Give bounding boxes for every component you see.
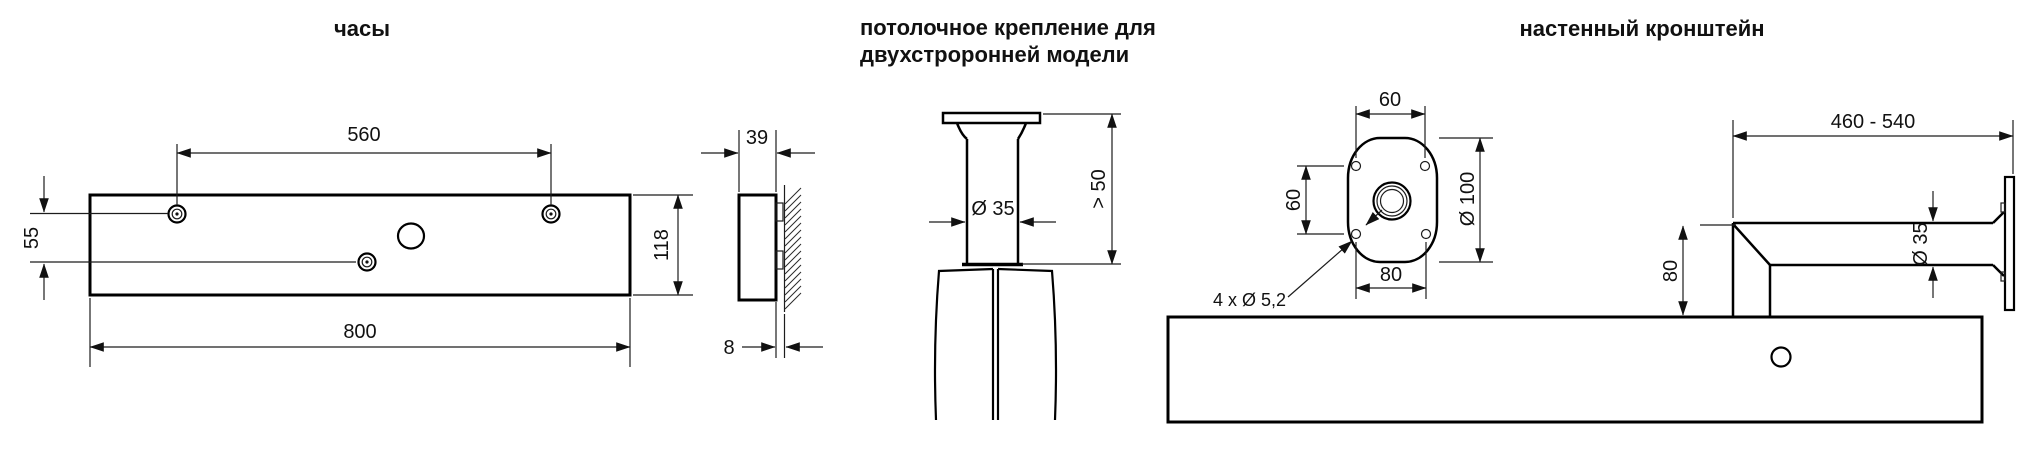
- dim-hole-offset: 55: [21, 176, 356, 300]
- holes-callout: 4 x Ø 5,2: [1213, 209, 1383, 310]
- dim-left-60-label: 60: [1283, 189, 1305, 211]
- dim-39-label: 39: [746, 127, 768, 149]
- clock-side-view: 39 8: [701, 127, 823, 359]
- plate-hole-bottom-right: [1420, 228, 1432, 240]
- dim-bracket-drop: 80: [1660, 224, 1736, 316]
- dim-plate-diameter: Ø 100: [1439, 137, 1493, 263]
- dim-plate-side-spacing: 60: [1283, 165, 1344, 235]
- plate-center-hole: [1372, 181, 1412, 221]
- clock-front-view: 560 55 118 800: [21, 124, 693, 367]
- plate-hole-top-right: [1419, 160, 1431, 172]
- dim-ceiling-tube-diameter: Ø 35: [929, 198, 1056, 227]
- dim-plate-diameter-label: Ø 100: [1457, 172, 1479, 226]
- dim-min-ceiling-height: > 50: [1022, 113, 1121, 265]
- dim-tube-diameter-label: Ø 35: [971, 198, 1014, 220]
- dim-560-label: 560: [347, 124, 380, 146]
- wall-hatching: [784, 187, 802, 310]
- dim-clock-depth: 39: [701, 127, 815, 192]
- dim-clock-width: 800: [89, 298, 631, 367]
- wall-bracket-section: настенный кронштейн 60: [1166, 16, 2016, 424]
- clock-top-hole: [1770, 346, 1792, 368]
- wall-plate-tab-bottom: [2000, 271, 2006, 282]
- mount-screw-top-left: [167, 204, 187, 224]
- dim-bottom-80-label: 80: [1380, 264, 1402, 286]
- dim-drop-label: 80: [1660, 260, 1682, 282]
- dim-118-label: 118: [651, 229, 673, 261]
- ceiling-mount-view: Ø 35 > 50: [929, 111, 1121, 421]
- ceiling-mount-section: потолочное крепление для двухстроронней …: [860, 15, 1156, 421]
- bracket-arm: [1731, 211, 2005, 316]
- arm-wall-flare: [1992, 211, 2005, 277]
- ceiling-flange: [941, 111, 1042, 125]
- dim-arm-diameter: Ø 35: [1910, 191, 1938, 298]
- ceiling-mount-title-line1: потолочное крепление для: [860, 15, 1156, 40]
- mounting-plate-outline: [1346, 136, 1439, 264]
- dim-reach-label: 460 - 540: [1831, 111, 1916, 133]
- plate-hole-top-left: [1350, 160, 1362, 172]
- wall-plate-tab-top: [2000, 202, 2006, 213]
- mount-screw-top-right: [541, 204, 561, 224]
- mount-screw-bottom: [357, 252, 377, 272]
- flange-cone: [955, 122, 1028, 140]
- ceiling-mount-title-line2: двухстроронней модели: [860, 42, 1129, 67]
- bracket-side-view: 460 - 540 80: [1166, 111, 2016, 424]
- clock-body-top-view: [1166, 315, 1984, 424]
- clock-section: часы: [21, 16, 823, 367]
- double-sided-clock-body: [933, 267, 1058, 421]
- wall-bracket-title: настенный кронштейн: [1519, 16, 1764, 41]
- wall-spacer-bottom: [775, 250, 784, 270]
- dim-plate-top-spacing: 60: [1355, 89, 1426, 158]
- dim-bracket-reach: 460 - 540: [1732, 111, 2014, 218]
- dim-plate-bottom-spacing: 80: [1355, 242, 1427, 299]
- dim-hole-spacing: 560: [176, 124, 552, 205]
- holes-note-label: 4 x Ø 5,2: [1213, 290, 1286, 310]
- dim-arm-diameter-label: Ø 35: [1910, 222, 1932, 265]
- clock-title: часы: [334, 16, 390, 41]
- dim-55-label: 55: [21, 227, 43, 249]
- bracket-wall-plate: [2003, 175, 2016, 312]
- plate-hole-bottom-left: [1350, 228, 1362, 240]
- dim-min-height-label: > 50: [1088, 169, 1110, 208]
- sensor-hole: [396, 222, 426, 250]
- dim-top-60-label: 60: [1379, 89, 1401, 111]
- wall-spacer-top: [775, 202, 784, 222]
- dim-800-label: 800: [343, 321, 376, 343]
- clock-side-outline: [737, 193, 778, 302]
- dim-wall-gap: 8: [723, 302, 823, 359]
- bracket-plate-view: 60 60 80 Ø 100: [1213, 89, 1493, 310]
- clock-front-outline: [88, 193, 632, 297]
- dim-clock-height: 118: [633, 194, 693, 296]
- dim-8-label: 8: [723, 337, 734, 359]
